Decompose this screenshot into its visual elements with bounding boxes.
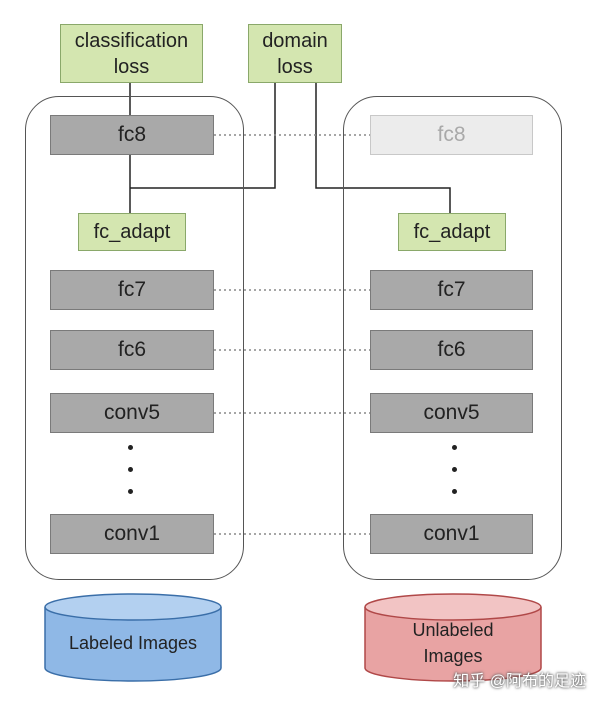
left-conv1-layer: conv1 (50, 514, 214, 554)
unlabeled-images-label: Unlabeled Images (412, 620, 494, 666)
right-fc7-layer: fc7 (370, 270, 533, 310)
classification-loss-box: classification loss (60, 24, 203, 83)
labeled-images-label: Labeled Images (68, 633, 198, 653)
left-fc8-layer: fc8 (50, 115, 214, 155)
left-conv5-layer: conv5 (50, 393, 214, 433)
right-ellipsis-dots (450, 445, 458, 511)
domain-loss-box: domain loss (248, 24, 342, 83)
right-conv1-layer: conv1 (370, 514, 533, 554)
connector-domain-left (130, 83, 276, 189)
left-fc-adapt-layer: fc_adapt (78, 213, 186, 251)
right-fc6-layer: fc6 (370, 330, 533, 370)
left-fc6-layer: fc6 (50, 330, 214, 370)
source-network-container (25, 96, 244, 580)
right-fc8-layer: fc8 (370, 115, 533, 155)
zhihu-watermark: 知乎 @阿布的足迹 (453, 673, 586, 690)
left-ellipsis-dots (126, 445, 134, 511)
unlabeled-images-cylinder (364, 593, 542, 682)
labeled-images-cylinder (44, 593, 222, 682)
right-fc-adapt-layer: fc_adapt (398, 213, 506, 251)
right-conv5-layer: conv5 (370, 393, 533, 433)
left-fc7-layer: fc7 (50, 270, 214, 310)
target-network-container (343, 96, 562, 580)
